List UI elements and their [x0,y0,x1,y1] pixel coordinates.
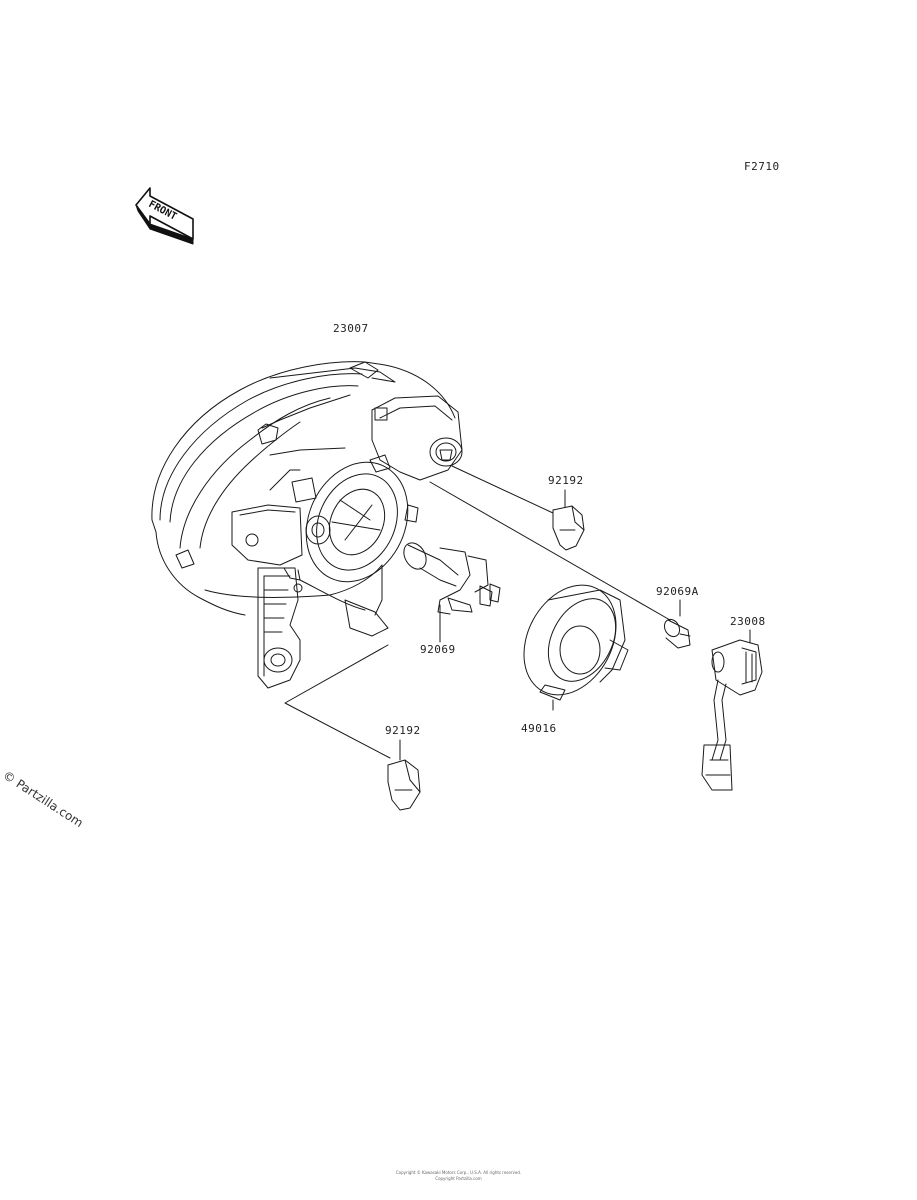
leader-lines [284,465,751,761]
socket-cap-top-drawing [552,505,585,551]
callout-92069A: 92069A [656,585,699,598]
callout-92192-bottom: 92192 [385,724,421,737]
callout-92069: 92069 [420,643,456,656]
callout-23008: 23008 [730,615,766,628]
callout-92192-top: 92192 [548,474,584,487]
front-arrow-icon [135,187,194,245]
headlamp-assembly-drawing [151,361,463,689]
position-socket-drawing [701,639,763,791]
callout-49016: 49016 [521,722,557,735]
footer-line-1: Copyright © Kawasaki Motors Corp., U.S.A… [395,1170,522,1175]
figure-code: F2710 [744,160,780,173]
callout-23007: 23007 [333,322,369,335]
position-bulb-drawing [663,618,691,649]
footer-line-2: Copyright Partzilla.com [435,1176,482,1181]
socket-cap-bottom-drawing [387,759,421,811]
main-bulb-drawing [403,542,501,615]
bulb-cover-drawing [523,584,629,701]
